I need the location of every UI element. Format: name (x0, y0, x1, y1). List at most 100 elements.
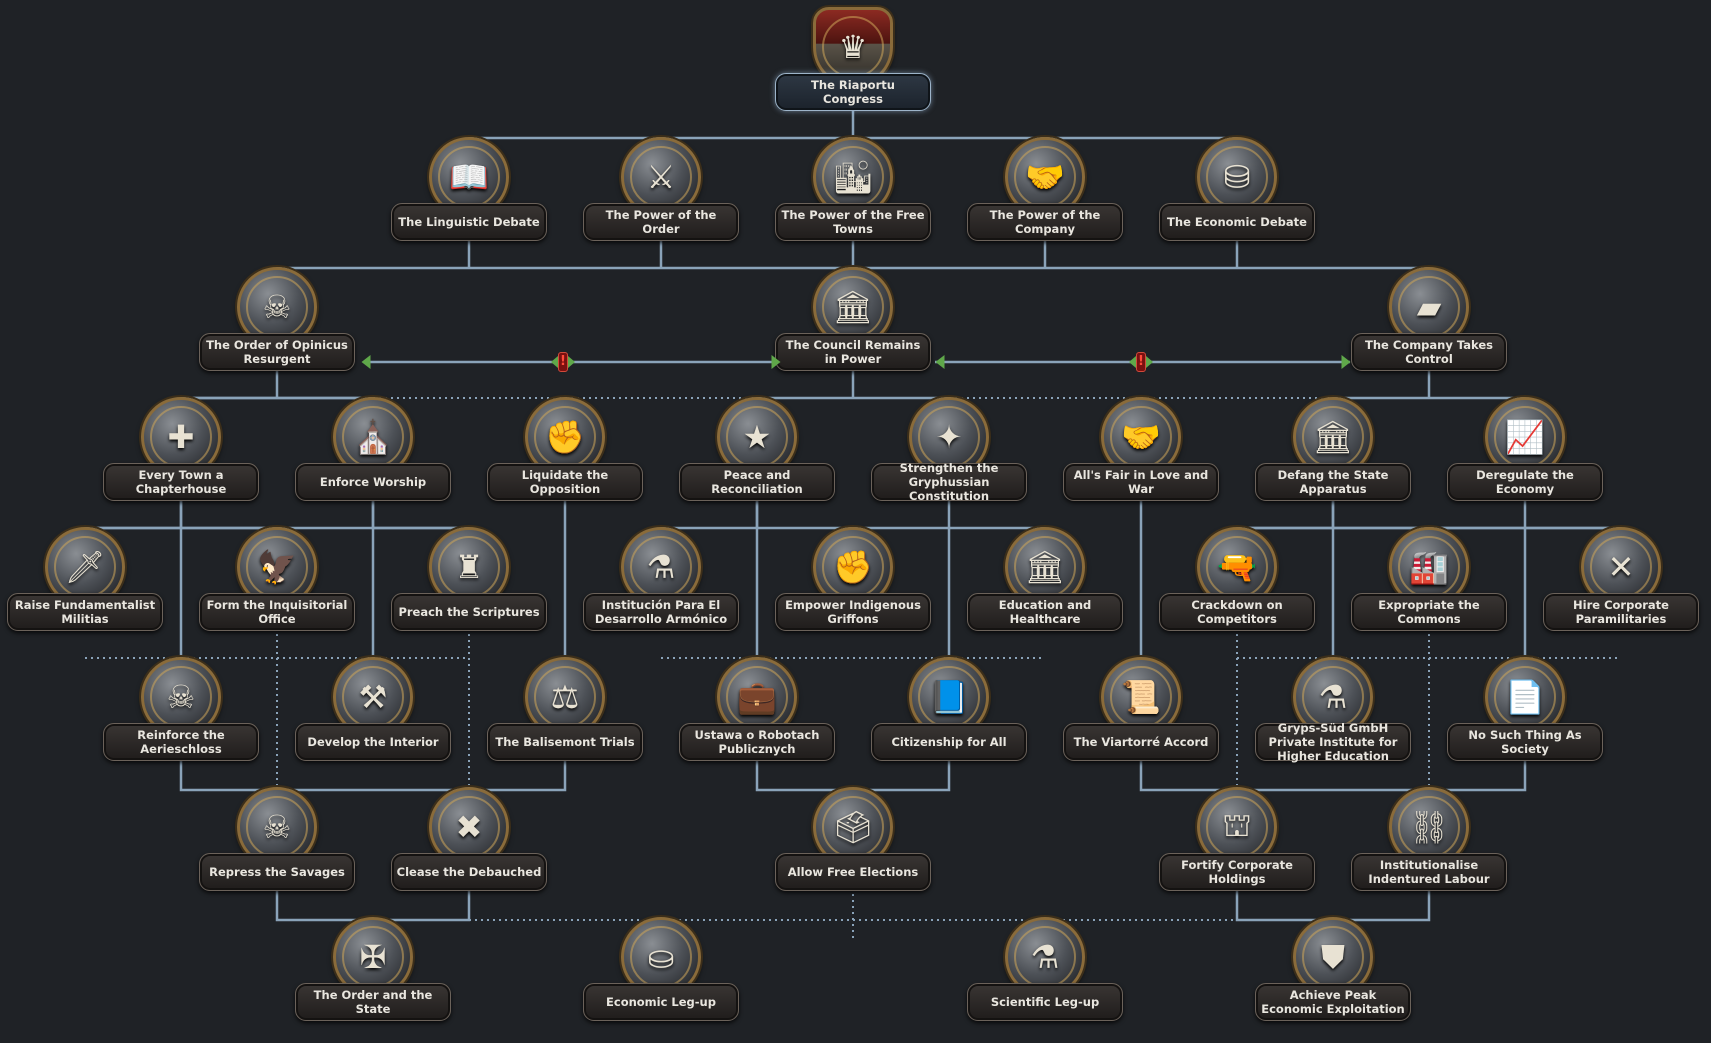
focus-node[interactable]: 📖The Linguistic Debate (391, 133, 547, 263)
focus-node[interactable]: 📄No Such Thing As Society (1447, 653, 1603, 783)
crown-shield-icon-glyph: ♛ (838, 28, 868, 66)
passport-icon-glyph: 📘 (929, 678, 969, 716)
focus-node[interactable]: ☠Reinforce the Aerieschloss (103, 653, 259, 783)
focus-node[interactable]: ⚒ Develop the Interior (295, 653, 451, 783)
focus-label: No Such Thing As Society (1447, 723, 1603, 761)
arrow-left-icon (935, 355, 945, 369)
eagle-emblem-icon-glyph: ✠ (359, 938, 387, 976)
arrow-right-icon (1146, 356, 1153, 368)
focus-label: Peace and Reconciliation (679, 463, 835, 501)
focus-label: Scientific Leg-up (967, 983, 1123, 1021)
focus-label: Raise Fundamentalist Militias (7, 593, 163, 631)
focus-label: Hire Corporate Paramilitaries (1543, 593, 1699, 631)
focus-label: Education and Healthcare (967, 593, 1123, 631)
flask-icon-glyph: ⚗ (646, 548, 676, 586)
city-icon-glyph: 🏙 (832, 158, 874, 196)
focus-node[interactable]: ⛀Economic Leg-up (583, 913, 739, 1043)
eagle-icon-glyph: 🦅 (257, 548, 297, 586)
focus-node[interactable]: ✖Clease the Debauched (391, 783, 547, 913)
focus-node[interactable]: ⛊ Achieve Peak Economic Exploitation (1255, 913, 1411, 1043)
cathedral-icon-glyph: ⛪ (353, 418, 393, 456)
focus-node[interactable]: ⛓ Institutionalise Indentured Labour (1351, 783, 1507, 913)
focus-label: The Order of Opinicus Resurgent (199, 333, 355, 371)
focus-label: The Riaportu Congress (775, 73, 931, 111)
ballot-box-icon-glyph: 🗳 (832, 808, 874, 846)
focus-node[interactable]: ⛫Fortify Corporate Holdings (1159, 783, 1315, 913)
focus-label: The Company Takes Control (1351, 333, 1507, 371)
focus-node[interactable]: ★Peace and Reconciliation (679, 393, 835, 523)
focus-node[interactable]: 🦅Form the Inquisitorial Office (199, 523, 355, 653)
focus-node[interactable]: ☠ The Order of Opinicus Resurgent (199, 263, 355, 393)
focus-label: The Power of the Order (583, 203, 739, 241)
focus-node[interactable]: 📈Deregulate the Economy (1447, 393, 1603, 523)
focus-node[interactable]: 🏭Expropriate the Commons (1351, 523, 1507, 653)
focus-node[interactable]: 🗳Allow Free Elections (775, 783, 931, 913)
connector-line (1139, 758, 1527, 792)
focus-label: All's Fair in Love and War (1063, 463, 1219, 501)
skull-icon-glyph: ☠ (262, 288, 292, 326)
focus-node[interactable]: ⛪Enforce Worship (295, 393, 451, 523)
beaker-icon-glyph: ⚗ (1318, 678, 1348, 716)
arrow-right-icon (1341, 355, 1351, 369)
focus-node[interactable]: ✚Every Town a Chapterhouse (103, 393, 259, 523)
focus-label: Institutionalise Indentured Labour (1351, 853, 1507, 891)
crown-spikes-icon-glyph: ♜ (454, 548, 484, 586)
focus-label: The Balisemont Trials (487, 723, 643, 761)
chained-skull-icon-glyph: ⛓ (1408, 808, 1450, 846)
focus-label: Fortify Corporate Holdings (1159, 853, 1315, 891)
focus-node[interactable]: 🏙 The Power of the Free Towns (775, 133, 931, 263)
book-icon-glyph: 📖 (449, 158, 489, 196)
gold-shield-icon-glyph: ⛊ (1320, 937, 1345, 976)
focus-label: Gryps-Süd GmbH Private Institute for Hig… (1255, 721, 1411, 763)
focus-node[interactable]: ⚔The Power of the Order (583, 133, 739, 263)
chest-icon-glyph: ⛁ (1223, 158, 1251, 196)
focus-label: Institución Para El Desarrollo Armónico (583, 593, 739, 631)
focus-node[interactable]: ♛ The Riaportu Congress (775, 3, 931, 133)
focus-node[interactable]: ☠Repress the Savages (199, 783, 355, 913)
focus-node[interactable]: ⚗ Institución Para El Desarrollo Armónico (583, 523, 739, 653)
focus-label: Ustawa o Robotach Publicznych (679, 723, 835, 761)
focus-node[interactable]: ♜Preach the Scriptures (391, 523, 547, 653)
focus-node[interactable]: ✕ Hire Corporate Paramilitaries (1543, 523, 1699, 653)
star-shield-icon-glyph: ✦ (935, 418, 963, 456)
mutually-exclusive-marker[interactable]: ! (1129, 351, 1153, 373)
focus-label: Economic Leg-up (583, 983, 739, 1021)
focus-node[interactable]: ▰The Company Takes Control (1351, 263, 1507, 393)
focus-label: Repress the Savages (199, 853, 355, 891)
sword-icon-glyph: 🗡 (64, 548, 106, 586)
focus-node[interactable]: ⚗ Scientific Leg-up (967, 913, 1123, 1043)
focus-node[interactable]: ✠The Order and the State (295, 913, 451, 1043)
arrow-right-icon (568, 356, 575, 368)
focus-label: Defang the State Apparatus (1255, 463, 1411, 501)
focus-label: Develop the Interior (295, 723, 451, 761)
focus-label: Achieve Peak Economic Exploitation (1255, 983, 1411, 1021)
focus-node[interactable]: ⚗ Gryps-Süd GmbH Private Institute for Hi… (1255, 653, 1411, 783)
focus-label: The Power of the Free Towns (775, 203, 931, 241)
focus-label: Citizenship for All (871, 723, 1027, 761)
flask-blue-icon-glyph: ⚗ (1030, 938, 1060, 976)
sword-cross-icon-glyph: ✚ (167, 418, 195, 456)
focus-label: Empower Indigenous Griffons (775, 593, 931, 631)
focus-node[interactable]: ✦ Strengthen the Gryphussian Constitution (871, 393, 1027, 523)
focus-node[interactable]: 💼Ustawa o Robotach Publicznych (679, 653, 835, 783)
crossed-rifles-icon-glyph: ✕ (1607, 548, 1635, 586)
government-building-icon-glyph: 🏛 (1312, 418, 1354, 456)
focus-node[interactable]: 🤝The Power of the Company (967, 133, 1123, 263)
focus-node[interactable]: ✊Empower Indigenous Griffons (775, 523, 931, 653)
focus-node[interactable]: 🏛The Council Remains in Power (775, 263, 931, 393)
focus-node[interactable]: ⛁The Economic Debate (1159, 133, 1315, 263)
focus-node[interactable]: 🤝 All's Fair in Love and War (1063, 393, 1219, 523)
crossed-tools-icon-glyph: ⚒ (358, 678, 388, 716)
focus-node[interactable]: 🏛Education and Healthcare (967, 523, 1123, 653)
parliament-icon-glyph: 🏛 (832, 288, 874, 326)
focus-node[interactable]: 🏛 Defang the State Apparatus (1255, 393, 1411, 523)
focus-node[interactable]: 🗡 Raise Fundamentalist Militias (7, 523, 163, 653)
focus-node[interactable]: 📘 Citizenship for All (871, 653, 1027, 783)
focus-node[interactable]: ✊Liquidate the Opposition (487, 393, 643, 523)
mutually-exclusive-marker[interactable]: ! (551, 351, 575, 373)
focus-node[interactable]: 📜The Viartorré Accord (1063, 653, 1219, 783)
focus-node[interactable]: ⚖The Balisemont Trials (487, 653, 643, 783)
focus-label: Strengthen the Gryphussian Constitution (871, 461, 1027, 503)
deal-icon-glyph: 🤝 (1121, 418, 1161, 456)
focus-node[interactable]: 🔫Crackdown on Competitors (1159, 523, 1315, 653)
